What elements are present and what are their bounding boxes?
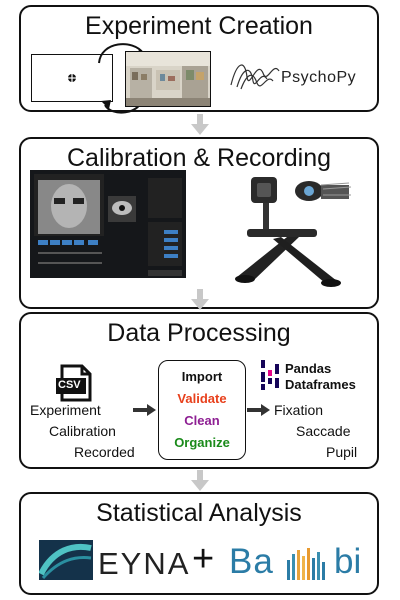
eyna-logo-icon bbox=[39, 540, 93, 580]
processing-steps-box: Import Validate Clean Organize bbox=[158, 360, 246, 460]
calibration-software-icon bbox=[34, 174, 182, 276]
input-arrow-icon bbox=[133, 404, 156, 416]
plus-sign: + bbox=[192, 538, 215, 580]
step-clean: Clean bbox=[184, 413, 220, 428]
down-arrow-1-icon bbox=[191, 114, 209, 135]
input-recorded: Recorded bbox=[74, 444, 135, 460]
statistical-analysis-title: Statistical Analysis bbox=[96, 499, 302, 527]
psychopy-logo-icon bbox=[230, 64, 280, 90]
pandas-logo-icon bbox=[261, 360, 279, 390]
data-processing-panel: Data Processing CSV Experiment Calibrati… bbox=[19, 312, 379, 469]
step-import: Import bbox=[181, 369, 223, 384]
bambi-logo-left: Ba bbox=[229, 542, 274, 581]
kitchen-photo-icon bbox=[126, 52, 210, 106]
csv-label: CSV bbox=[58, 379, 81, 391]
csv-file-icon: CSV bbox=[54, 364, 94, 407]
output-saccade: Saccade bbox=[296, 423, 351, 439]
calibration-recording-panel: Calibration & Recording bbox=[19, 137, 379, 309]
psychopy-logo-text: PsychoPy bbox=[281, 69, 357, 86]
output-arrow-icon bbox=[247, 404, 270, 416]
output-fixation: Fixation bbox=[274, 402, 324, 418]
down-arrow-3-icon bbox=[191, 470, 209, 491]
data-processing-title: Data Processing bbox=[107, 319, 291, 347]
experiment-creation-title: Experiment Creation bbox=[85, 12, 313, 40]
eye-tracker-device-icon bbox=[235, 177, 352, 287]
input-experiment: Experiment bbox=[30, 402, 101, 418]
eyelink-calibration-software-image bbox=[30, 170, 186, 278]
experiment-creation-panel: Experiment Creation bbox=[19, 5, 379, 114]
input-calibration: Calibration bbox=[49, 423, 116, 439]
calibration-recording-title: Calibration & Recording bbox=[66, 144, 332, 172]
pandas-dataframes-label: Pandas Dataframes bbox=[285, 361, 356, 392]
kitchen-scene-image bbox=[125, 51, 211, 107]
step-validate: Validate bbox=[177, 391, 227, 406]
eyna-logo-text: EYNA bbox=[98, 546, 191, 581]
output-pupil: Pupil bbox=[326, 444, 358, 460]
fixation-cross-icon bbox=[67, 73, 77, 83]
statistical-analysis-panel: Statistical Analysis EYNA + Ba bi bbox=[19, 492, 379, 595]
down-arrow-2-icon bbox=[191, 289, 209, 310]
step-organize: Organize bbox=[174, 435, 230, 450]
bambi-logo-right: bi bbox=[334, 542, 362, 581]
bambi-bars-icon bbox=[287, 548, 325, 580]
